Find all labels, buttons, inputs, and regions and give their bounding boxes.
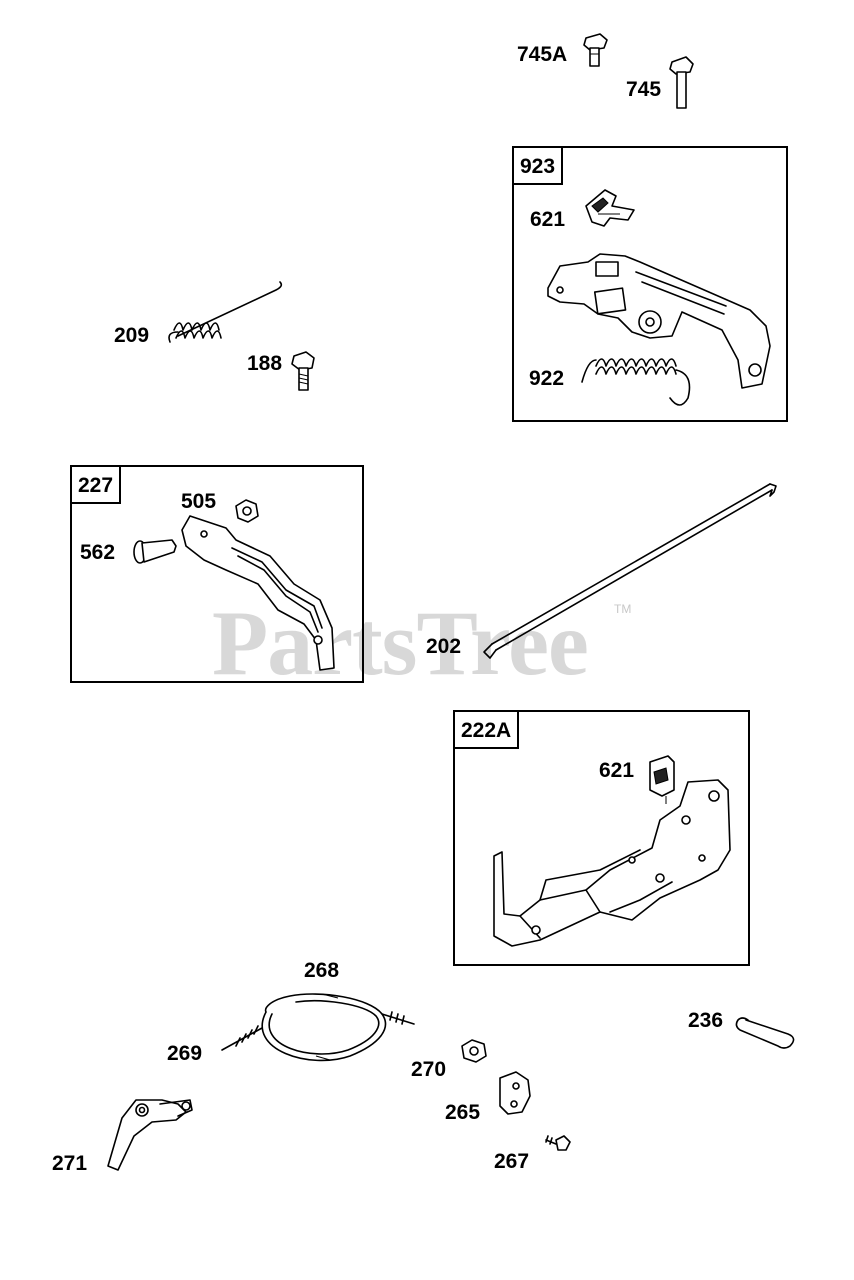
kit-box-222a: 222A bbox=[453, 710, 750, 966]
part-265-cam[interactable] bbox=[499, 1071, 531, 1115]
parts-tree-watermark: PartsTree bbox=[212, 592, 589, 694]
kit-label-923[interactable]: 923 bbox=[514, 148, 564, 185]
label-236[interactable]: 236 bbox=[688, 1009, 724, 1032]
trademark-mark: TM bbox=[614, 602, 632, 616]
kit-box-923: 923 bbox=[512, 146, 788, 422]
label-268[interactable]: 268 bbox=[304, 959, 340, 982]
label-269[interactable]: 269 bbox=[167, 1042, 203, 1065]
part-505-nut[interactable] bbox=[235, 499, 259, 523]
label-621-top[interactable]: 621 bbox=[530, 208, 566, 231]
part-271-lever[interactable] bbox=[107, 1099, 193, 1171]
part-269-cable-end[interactable] bbox=[221, 1011, 415, 1051]
label-745[interactable]: 745 bbox=[626, 78, 662, 101]
label-270[interactable]: 270 bbox=[411, 1058, 447, 1081]
label-621-bottom[interactable]: 621 bbox=[599, 759, 635, 782]
part-745a-bolt[interactable] bbox=[583, 33, 608, 67]
part-267-screw[interactable] bbox=[545, 1135, 571, 1151]
label-745a[interactable]: 745A bbox=[517, 43, 568, 66]
label-209[interactable]: 209 bbox=[114, 324, 150, 347]
part-621-top-clip[interactable] bbox=[585, 189, 635, 227]
label-271[interactable]: 271 bbox=[52, 1152, 88, 1175]
part-745-bolt[interactable] bbox=[669, 56, 694, 109]
kit-label-227[interactable]: 227 bbox=[72, 467, 122, 504]
part-236-clip[interactable] bbox=[735, 1017, 795, 1049]
part-922-spring[interactable] bbox=[581, 358, 691, 406]
label-922[interactable]: 922 bbox=[529, 367, 565, 390]
kit-box-227: 227 bbox=[70, 465, 364, 683]
part-202-rod[interactable] bbox=[483, 483, 777, 659]
label-202[interactable]: 202 bbox=[426, 635, 462, 658]
part-923-control-plate[interactable] bbox=[547, 253, 771, 389]
label-265[interactable]: 265 bbox=[445, 1101, 481, 1124]
label-188[interactable]: 188 bbox=[247, 352, 283, 375]
part-209-link-spring[interactable] bbox=[168, 281, 283, 343]
part-222a-bracket[interactable] bbox=[493, 779, 731, 947]
label-562[interactable]: 562 bbox=[80, 541, 116, 564]
part-268-cable[interactable] bbox=[261, 993, 387, 1062]
part-621-bottom-clip[interactable] bbox=[649, 755, 675, 804]
label-267[interactable]: 267 bbox=[494, 1150, 530, 1173]
part-227-lever[interactable] bbox=[181, 515, 335, 671]
part-270-nut[interactable] bbox=[461, 1039, 487, 1063]
label-505[interactable]: 505 bbox=[181, 490, 217, 513]
part-188-screw[interactable] bbox=[291, 351, 315, 391]
part-562-pin[interactable] bbox=[133, 539, 177, 564]
kit-label-222a[interactable]: 222A bbox=[455, 712, 520, 749]
